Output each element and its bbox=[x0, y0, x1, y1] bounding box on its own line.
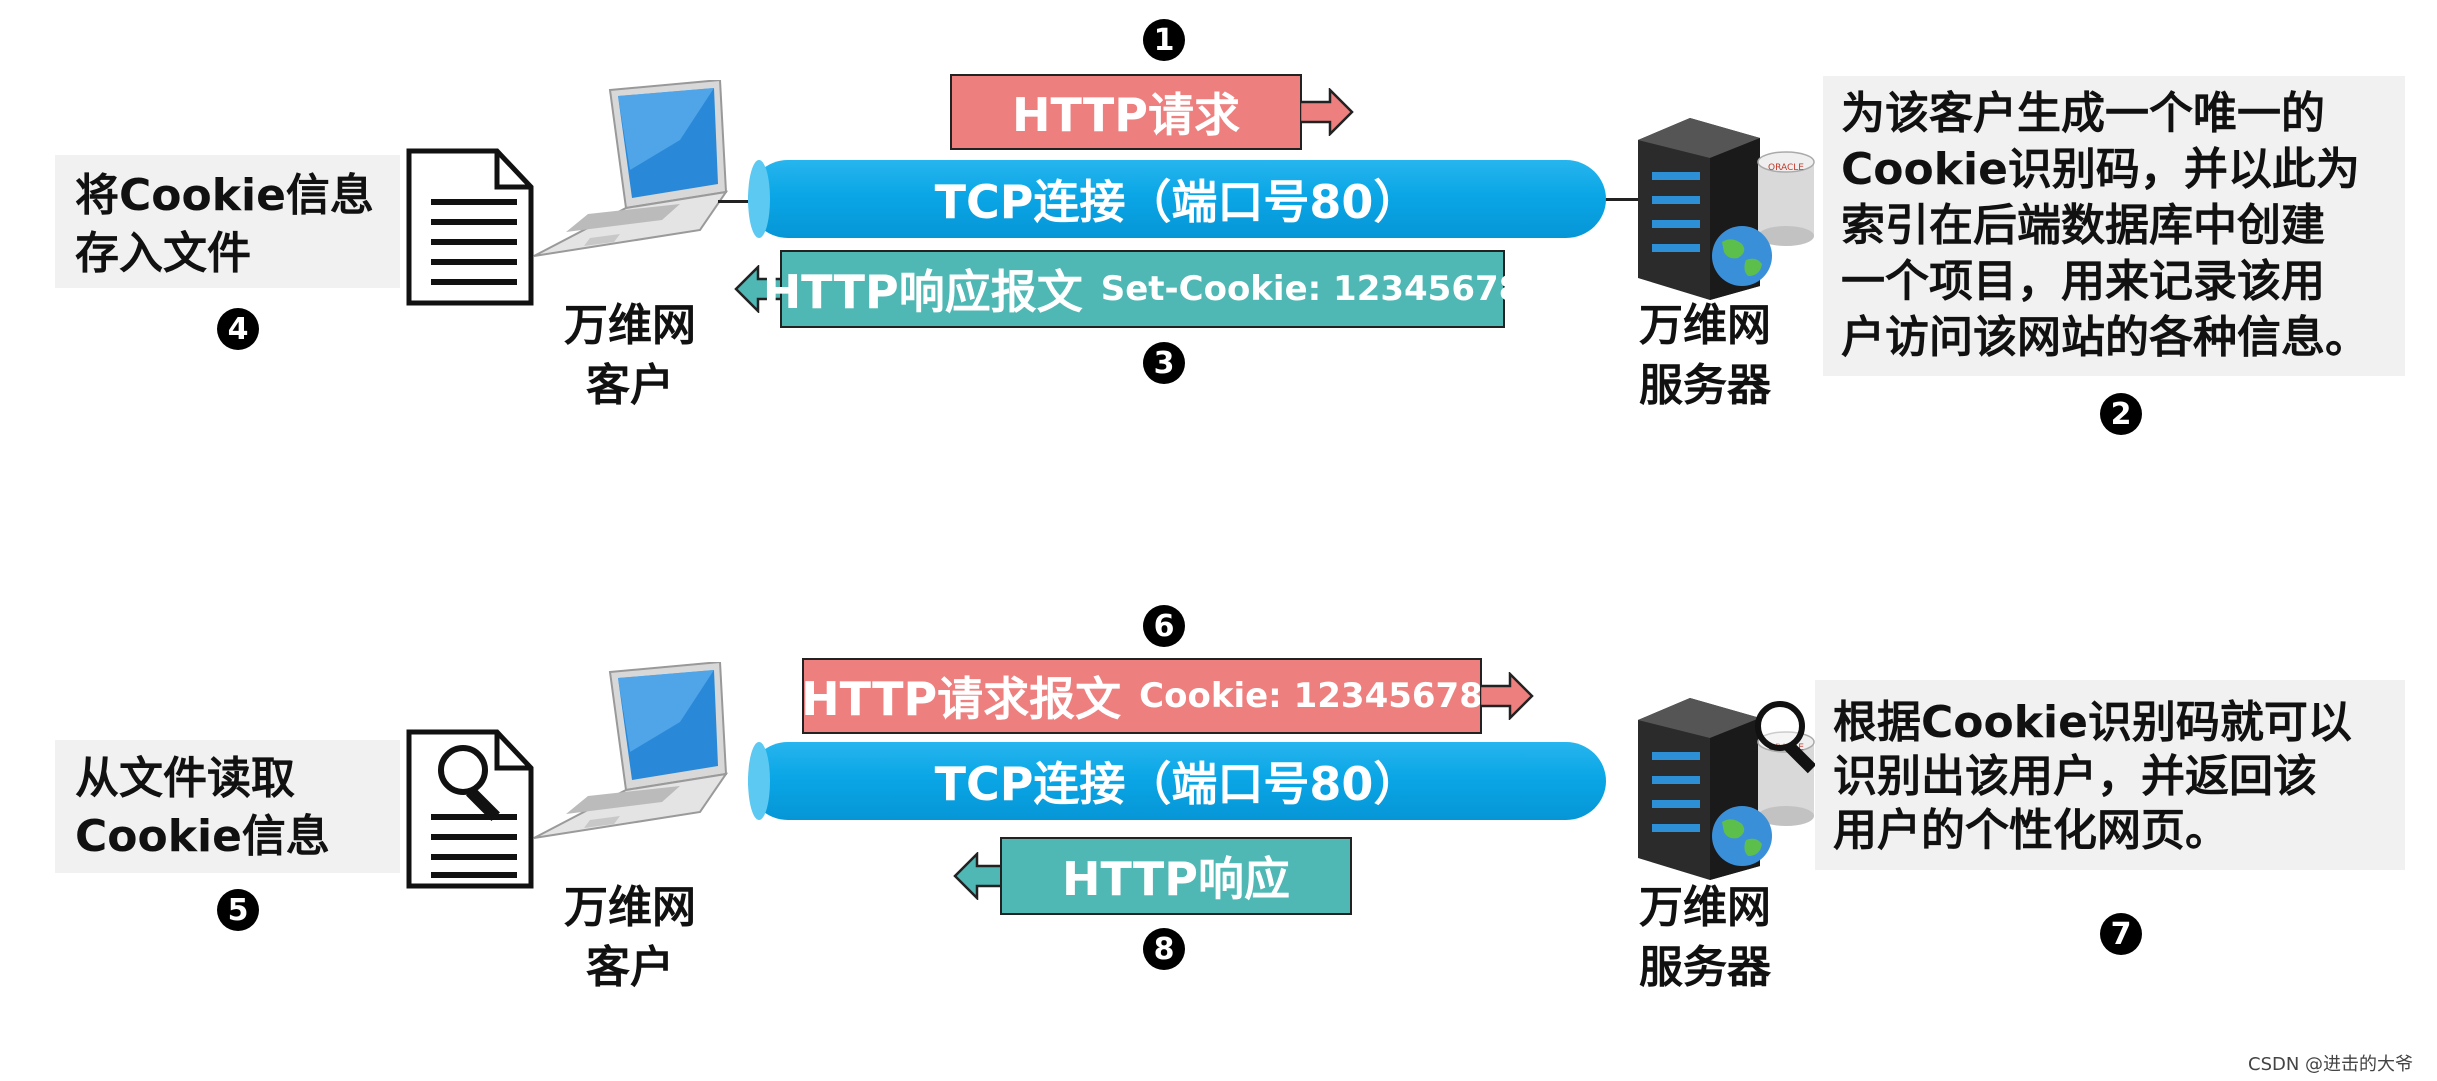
http-request-cookie-arrow: HTTP请求报文 Cookie: 12345678 bbox=[801, 658, 1483, 734]
tcp-connection-pipe: TCP连接（端口号80） bbox=[748, 742, 1606, 820]
step-5-badge: 5 bbox=[217, 889, 259, 931]
step-7-badge: 7 bbox=[2100, 913, 2142, 955]
top-client-label: 万维网 客户 bbox=[564, 300, 696, 411]
step-3-badge: 3 bbox=[1143, 342, 1185, 384]
http-request-label: HTTP请求 bbox=[1011, 88, 1241, 142]
watermark: CSDN @进击的大爷 bbox=[2248, 1054, 2414, 1075]
cookie-header-label: Cookie: 12345678 bbox=[1139, 676, 1483, 716]
server-icon: ORACLE bbox=[1638, 698, 1817, 880]
globe-icon bbox=[1712, 806, 1772, 866]
set-cookie-label: Set-Cookie: 12345678 bbox=[1100, 269, 1523, 309]
magnifier-icon bbox=[1755, 701, 1817, 774]
step-2-badge: 2 bbox=[2100, 393, 2142, 435]
server-icon: ORACLE bbox=[1638, 118, 1815, 300]
magnifier-icon bbox=[438, 745, 500, 821]
document-search-icon bbox=[406, 729, 534, 889]
note-store-cookie: 将Cookie信息 存入文件 bbox=[55, 155, 400, 288]
step-4-badge: 4 bbox=[217, 308, 259, 350]
oracle-brand: ORACLE bbox=[1768, 163, 1804, 173]
http-request-message-label: HTTP请求报文 bbox=[801, 672, 1122, 726]
step-6-badge: 6 bbox=[1143, 605, 1185, 647]
tcp-connection-label: TCP连接（端口号80） bbox=[934, 175, 1420, 229]
note-create-cookie-id: 为该客户生成一个唯一的 Cookie识别码，并以此为 索引在后端数据库中创建 一… bbox=[1823, 76, 2405, 376]
response-arrowhead bbox=[953, 852, 1007, 900]
laptop-icon bbox=[533, 662, 729, 839]
step-1-badge: 1 bbox=[1143, 19, 1185, 61]
request-arrowhead bbox=[1480, 672, 1534, 720]
document-icon bbox=[406, 148, 534, 306]
http-response-arrow: HTTP响应 bbox=[1000, 837, 1352, 915]
http-response-label: HTTP响应 bbox=[1061, 852, 1291, 906]
http-response-label: HTTP响应报文 bbox=[762, 265, 1083, 319]
tcp-connection-pipe: TCP连接（端口号80） bbox=[748, 160, 1606, 238]
bottom-client-label: 万维网 客户 bbox=[564, 882, 696, 993]
tcp-connection-label: TCP连接（端口号80） bbox=[934, 757, 1420, 811]
bottom-server-label: 万维网 服务器 bbox=[1639, 882, 1771, 993]
globe-icon bbox=[1712, 226, 1772, 286]
http-response-arrow: HTTP响应报文 Set-Cookie: 12345678 bbox=[763, 250, 1522, 328]
request-arrowhead bbox=[1300, 88, 1354, 136]
top-server-label: 万维网 服务器 bbox=[1639, 300, 1771, 411]
note-identify-user: 根据Cookie识别码就可以 识别出该用户，并返回该 用户的个性化网页。 bbox=[1815, 680, 2405, 870]
client-link-line bbox=[718, 200, 748, 203]
laptop-icon bbox=[533, 80, 729, 257]
server-link-line bbox=[1598, 198, 1638, 201]
http-request-arrow: HTTP请求 bbox=[950, 74, 1302, 150]
note-read-cookie: 从文件读取 Cookie信息 bbox=[55, 740, 400, 873]
database-icon: ORACLE bbox=[1757, 151, 1815, 246]
step-8-badge: 8 bbox=[1143, 928, 1185, 970]
